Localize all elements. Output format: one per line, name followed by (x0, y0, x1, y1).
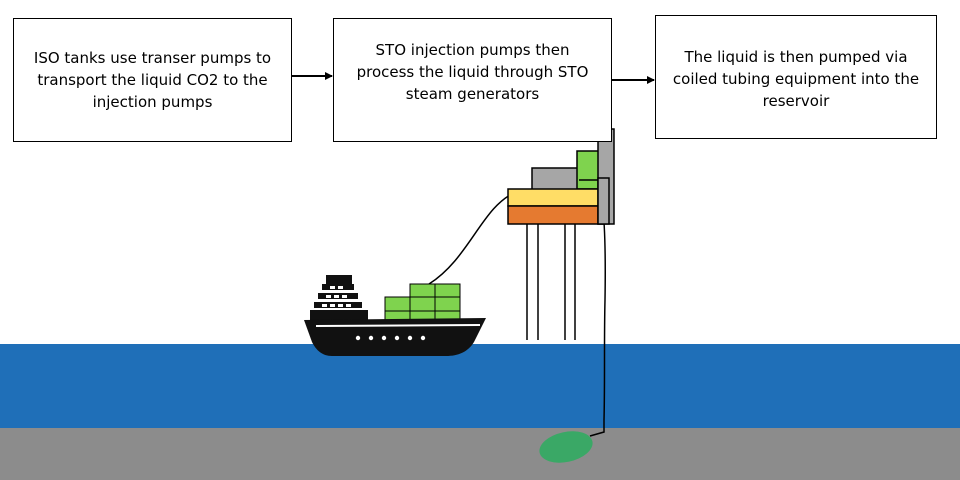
platform-green-module (576, 150, 600, 190)
sea (0, 344, 960, 428)
ship-deck-stripe (315, 324, 481, 327)
ship-hull (304, 318, 486, 356)
transfer-hose (428, 191, 517, 285)
step-box-injection: The liquid is then pumped via coiled tub… (655, 15, 937, 139)
platform-tower-panel (597, 177, 610, 225)
platform-deck-bottom (507, 205, 605, 225)
container-ship (304, 275, 486, 356)
seabed (0, 426, 960, 480)
step-text-sto: STO injection pumps then process the liq… (356, 41, 589, 103)
step-box-sto: STO injection pumps then process the liq… (333, 18, 612, 142)
ship-bridge-windows (322, 286, 351, 307)
platform-module (531, 167, 579, 191)
offshore-platform (507, 128, 615, 225)
step-box-transfer: ISO tanks use transer pumps to transport… (13, 18, 292, 142)
step-text-injection: The liquid is then pumped via coiled tub… (672, 48, 920, 110)
platform-legs (526, 224, 576, 340)
step-text-transfer: ISO tanks use transer pumps to transport… (33, 49, 272, 111)
platform-deck-top (507, 188, 605, 207)
reservoir (539, 431, 593, 463)
ship-portholes (355, 335, 426, 341)
